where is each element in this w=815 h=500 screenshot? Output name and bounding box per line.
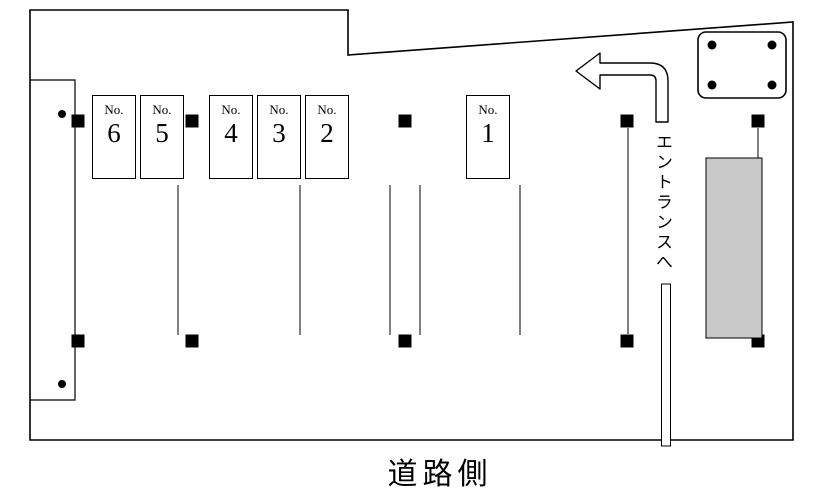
sign-prefix: No.: [317, 102, 337, 117]
pillar: [620, 334, 634, 348]
entrance-direction-label: エントランスへ: [653, 133, 672, 273]
parking-space-sign-1: No. 1: [466, 95, 510, 179]
sign-number: 2: [320, 118, 334, 149]
pillar: [398, 114, 412, 128]
sign-prefix: No.: [104, 102, 124, 117]
sign-prefix: No.: [269, 102, 289, 117]
wall-post-dot-bottom: [58, 380, 66, 388]
parking-space-sign-5: No. 5: [140, 95, 184, 179]
pillar: [620, 114, 634, 128]
building-structure: [705, 157, 763, 339]
parking-space-sign-6: No. 6: [92, 95, 136, 179]
pillar: [398, 334, 412, 348]
sign-number: 6: [107, 118, 121, 149]
planter-pad: [697, 31, 787, 99]
parking-space-sign-4: No. 4: [209, 95, 253, 179]
sign-number: 4: [224, 118, 238, 149]
entrance-walkway-path: [661, 283, 671, 447]
pillar: [751, 114, 765, 128]
road-side-label: 道路側: [387, 458, 493, 491]
pillar: [185, 334, 199, 348]
sign-number: 3: [272, 118, 286, 149]
site-boundary-outline: [29, 9, 794, 441]
parking-space-sign-3: No. 3: [257, 95, 301, 179]
pillar: [71, 334, 85, 348]
sign-number: 1: [481, 118, 495, 149]
sign-number: 5: [155, 118, 169, 149]
parking-space-sign-2: No. 2: [305, 95, 349, 179]
sign-prefix: No.: [152, 102, 172, 117]
sign-prefix: No.: [478, 102, 498, 117]
pillar: [185, 114, 199, 128]
left-wall-outline: [30, 79, 76, 401]
wall-post-dot-top: [58, 110, 66, 118]
pillar: [71, 114, 85, 128]
sign-prefix: No.: [221, 102, 241, 117]
entrance-arrow-left-icon: [575, 52, 669, 123]
